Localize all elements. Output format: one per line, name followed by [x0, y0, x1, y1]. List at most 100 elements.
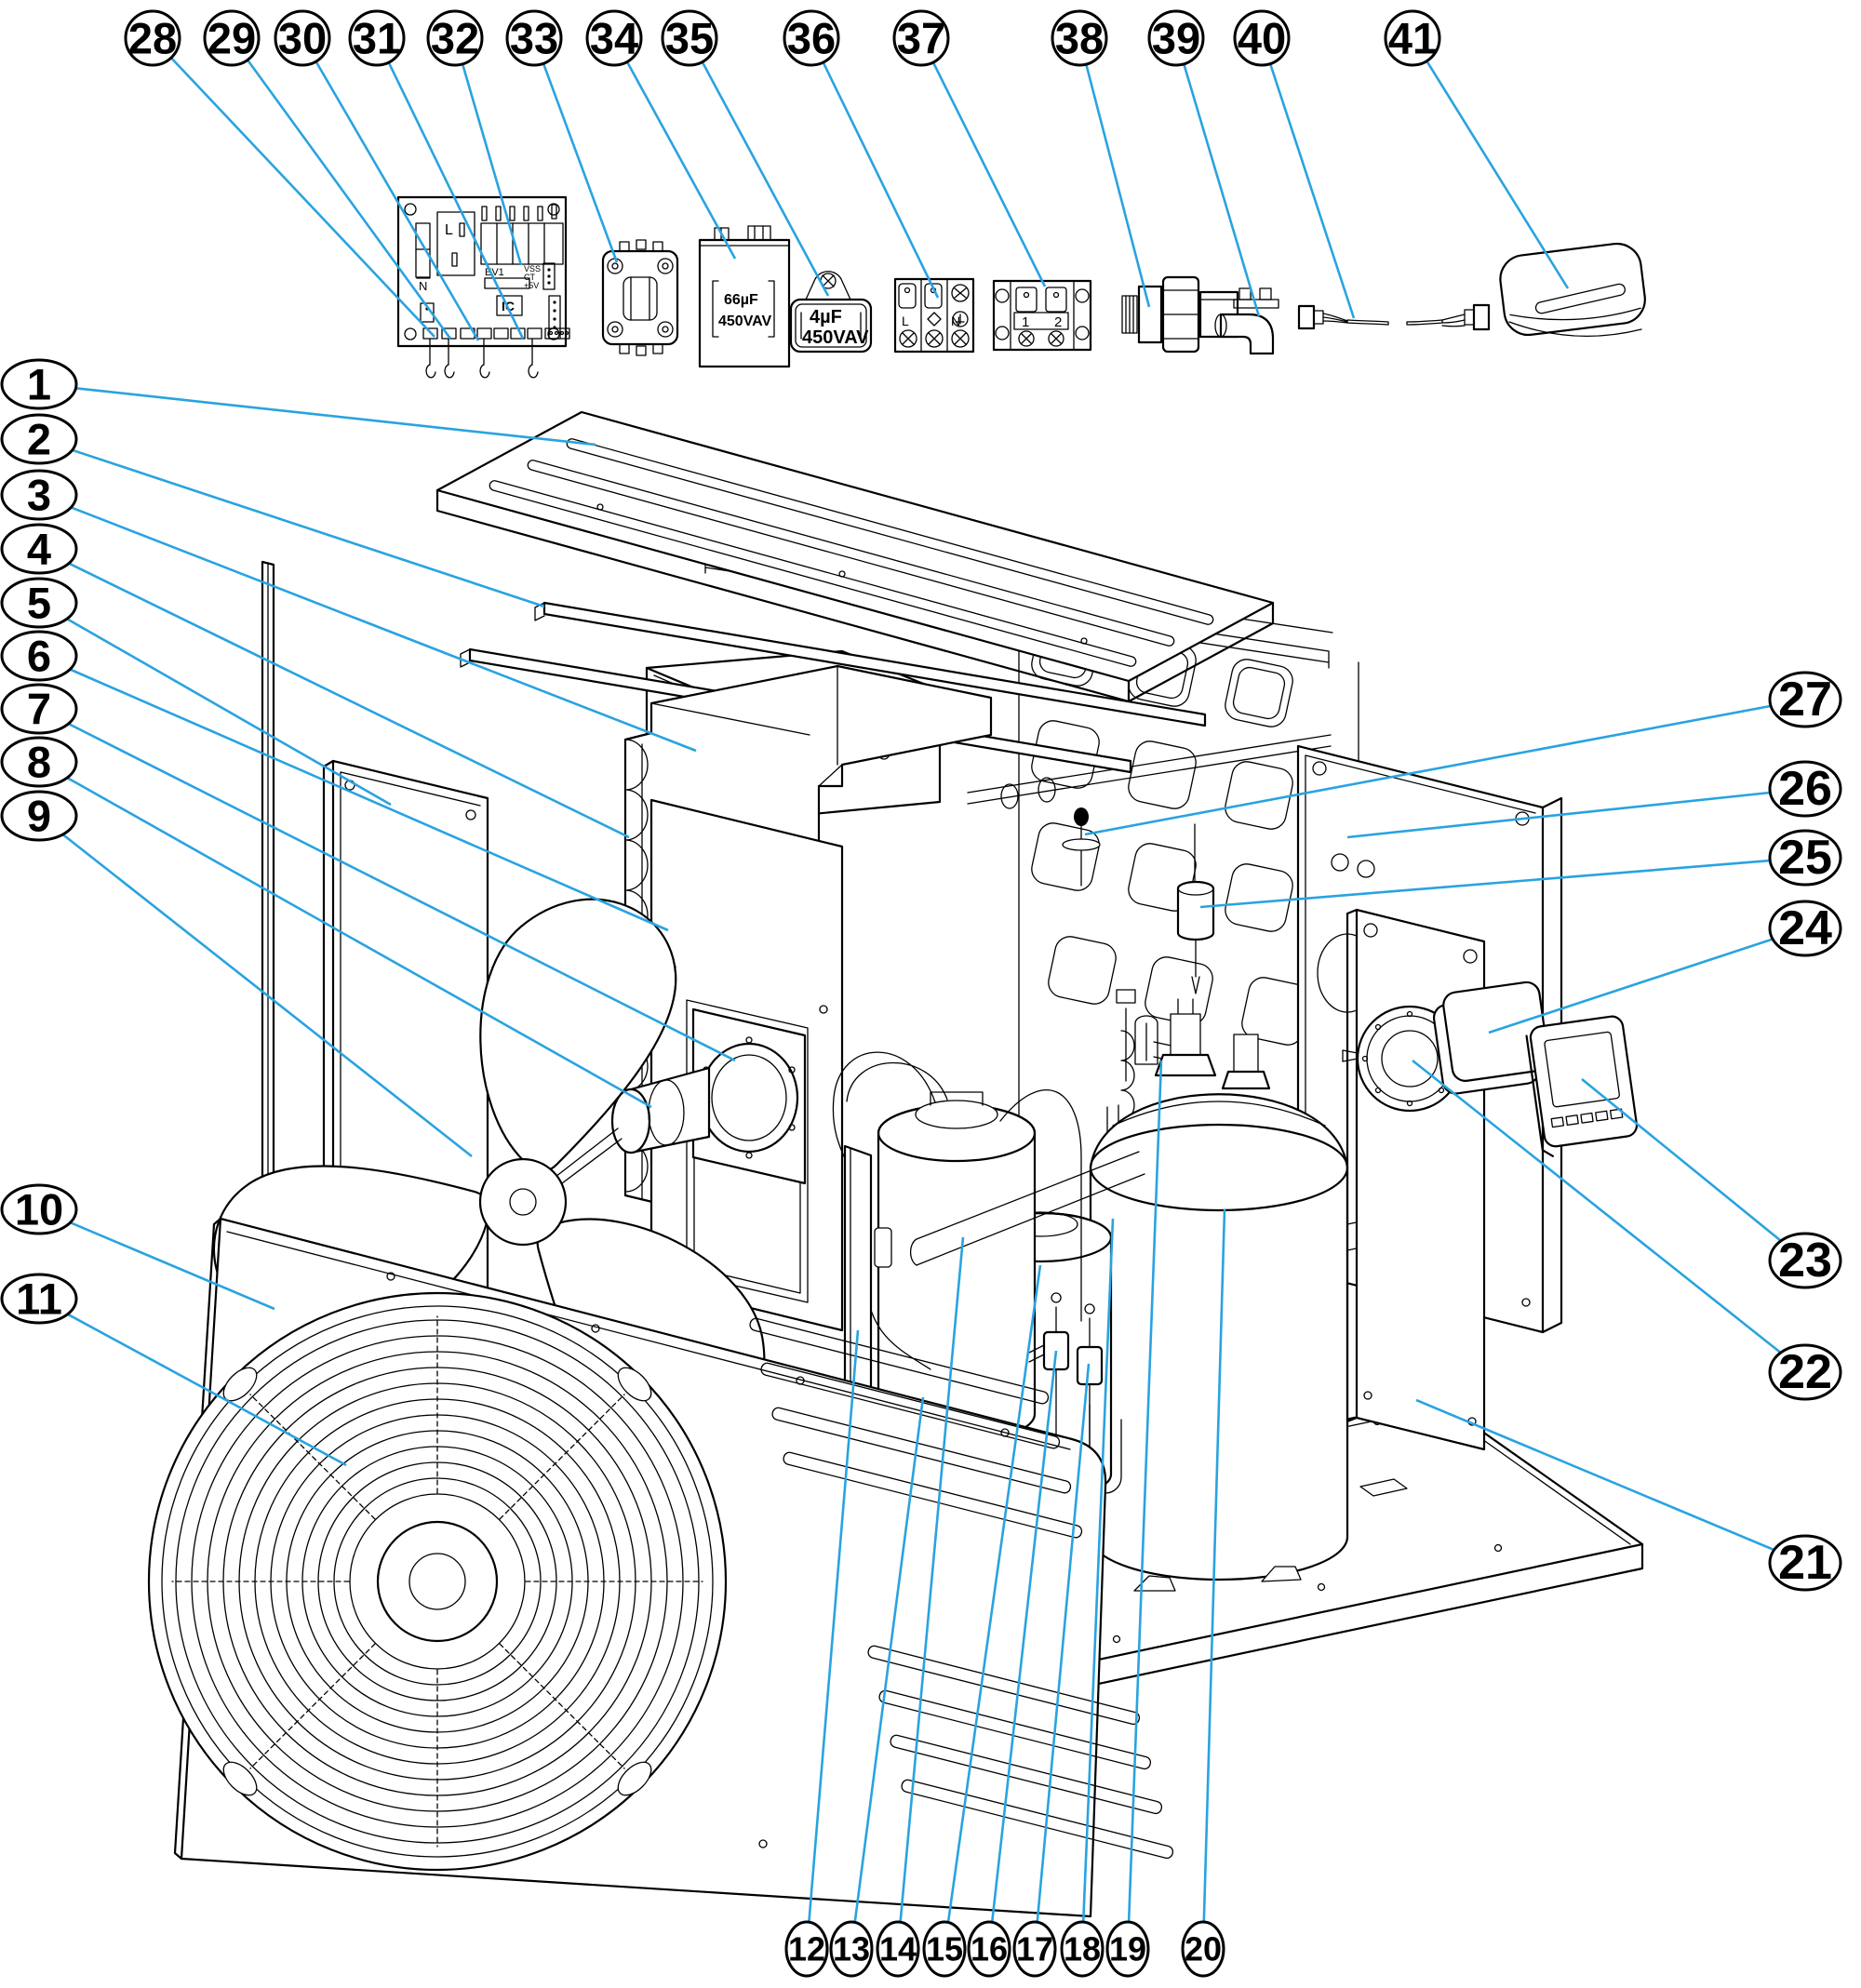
leader-11 — [67, 1313, 347, 1467]
callout-8: 8 — [0, 736, 78, 788]
leader-4 — [68, 562, 630, 839]
callout-11: 11 — [0, 1273, 78, 1325]
svg-text:1: 1 — [27, 360, 51, 409]
callout-21: 21 — [1768, 1534, 1842, 1592]
callout-22: 22 — [1768, 1343, 1842, 1401]
svg-text:11: 11 — [16, 1274, 62, 1324]
terminal-block-ln: L N — [893, 277, 975, 354]
callout-18: 18 — [1060, 1920, 1105, 1978]
svg-text:37: 37 — [897, 14, 945, 63]
svg-text:CT: CT — [524, 273, 535, 282]
callout-28: 28 — [124, 9, 181, 67]
svg-text:4µF: 4µF — [810, 307, 842, 327]
svg-text:27: 27 — [1778, 673, 1832, 727]
callout-12: 12 — [784, 1920, 829, 1978]
fan-capacitor-small: 4µF 450VAV — [789, 271, 873, 354]
defrost-sensor — [1062, 807, 1101, 887]
svg-text:13: 13 — [833, 1930, 870, 1968]
leader-40 — [1268, 63, 1356, 319]
svg-text:450VAV: 450VAV — [802, 327, 869, 348]
water-union-fitting — [1121, 275, 1239, 354]
svg-text:4: 4 — [27, 525, 51, 574]
callout-37: 37 — [892, 9, 950, 67]
callout-35: 35 — [661, 9, 718, 67]
ac-contactor — [601, 239, 679, 356]
svg-text:N: N — [419, 279, 427, 293]
callout-38: 38 — [1051, 9, 1108, 67]
callout-40: 40 — [1233, 9, 1291, 67]
callout-24: 24 — [1768, 900, 1842, 957]
svg-text:20: 20 — [1185, 1930, 1222, 1968]
svg-text:21: 21 — [1778, 1536, 1832, 1590]
svg-text:N: N — [951, 314, 960, 328]
svg-text:38: 38 — [1055, 14, 1104, 63]
svg-text:L: L — [445, 222, 453, 238]
svg-text:VSS: VSS — [524, 264, 541, 274]
terminal-block-12: 1 2 — [992, 279, 1092, 352]
callout-26: 26 — [1768, 760, 1842, 818]
svg-text:2: 2 — [27, 415, 51, 464]
svg-text:40: 40 — [1238, 14, 1286, 63]
leader-19 — [1127, 1060, 1163, 1923]
callout-33: 33 — [505, 9, 563, 67]
svg-text:22: 22 — [1778, 1345, 1832, 1399]
leader-9 — [61, 833, 473, 1158]
svg-text:36: 36 — [787, 14, 836, 63]
leader-33 — [542, 62, 619, 263]
leader-27 — [1084, 704, 1772, 836]
svg-text:2: 2 — [1054, 314, 1062, 330]
callout-4: 4 — [0, 523, 78, 575]
leader-35 — [701, 60, 830, 297]
svg-text:32: 32 — [431, 14, 479, 63]
svg-text:24: 24 — [1778, 901, 1832, 955]
leader-41 — [1426, 60, 1570, 289]
svg-text:8: 8 — [27, 738, 51, 787]
callout-5: 5 — [0, 577, 78, 629]
svg-text:7: 7 — [27, 685, 51, 734]
callout-20: 20 — [1181, 1920, 1225, 1978]
leader-lines — [61, 57, 1782, 1923]
callout-6: 6 — [0, 630, 78, 682]
svg-text:+5V: +5V — [524, 281, 539, 290]
leader-32 — [461, 63, 523, 266]
callout-32: 32 — [426, 9, 484, 67]
leader-5 — [66, 618, 392, 807]
leader-26 — [1346, 791, 1771, 839]
pcb-sensor-probes — [425, 338, 539, 379]
callout-2: 2 — [0, 413, 78, 465]
callout-19: 19 — [1105, 1920, 1150, 1978]
filter-drier — [1176, 823, 1215, 994]
display-back-cover — [1432, 981, 1550, 1095]
svg-text:66µF: 66µF — [724, 292, 758, 308]
fan-grille — [147, 1291, 728, 1872]
pcb-capacitors — [481, 204, 557, 221]
callout-14: 14 — [876, 1920, 920, 1978]
svg-text:39: 39 — [1152, 14, 1200, 63]
svg-text:450VAV: 450VAV — [718, 314, 772, 329]
callout-15: 15 — [922, 1920, 967, 1978]
svg-text:9: 9 — [27, 792, 51, 841]
leader-2 — [72, 448, 545, 608]
svg-text:35: 35 — [665, 14, 714, 63]
leader-38 — [1085, 63, 1151, 308]
leader-12 — [808, 1329, 860, 1923]
leader-7 — [68, 722, 736, 1062]
callout-23: 23 — [1768, 1232, 1842, 1289]
svg-text:30: 30 — [278, 14, 327, 63]
leader-17 — [1036, 1363, 1091, 1923]
leader-13 — [853, 1396, 925, 1923]
svg-text:31: 31 — [353, 14, 401, 63]
callout-17: 17 — [1012, 1920, 1057, 1978]
leader-15 — [946, 1264, 1042, 1923]
callout-29: 29 — [203, 9, 261, 67]
svg-text:34: 34 — [590, 14, 638, 63]
leader-22 — [1412, 1059, 1782, 1354]
svg-text:12: 12 — [788, 1930, 825, 1968]
leader-37 — [931, 61, 1047, 287]
svg-text:15: 15 — [926, 1930, 963, 1968]
leader-24 — [1488, 938, 1774, 1034]
callout-36: 36 — [783, 9, 840, 67]
callout-1: 1 — [0, 358, 78, 410]
